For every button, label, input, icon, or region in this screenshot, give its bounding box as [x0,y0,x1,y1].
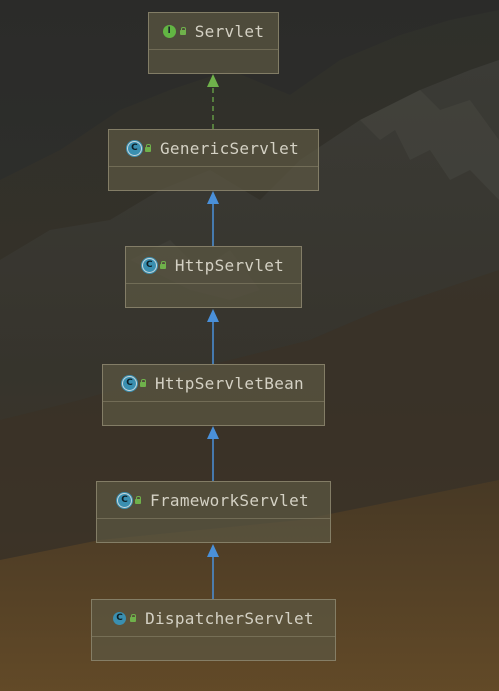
public-lock-icon [144,144,152,152]
class-node-header: C GenericServlet [109,130,318,167]
public-lock-icon [159,261,167,269]
class-node-header: C DispatcherServlet [92,600,335,637]
class-node-http-servlet-bean[interactable]: C HttpServletBean [102,364,325,426]
interface-icon: I [162,24,176,38]
abstract-class-icon: C [118,493,132,507]
abstract-class-icon: C [123,376,136,390]
class-name: DispatcherServlet [145,608,314,628]
class-name: Servlet [194,21,265,41]
class-node-framework-servlet[interactable]: C FrameworkServlet [96,481,331,543]
class-badge: C [127,141,152,155]
class-node-servlet[interactable]: I Servlet [148,12,279,74]
class-icon: C [113,611,127,625]
edge-extends-generic-servlet [207,191,219,246]
arrowhead-icon [207,74,219,87]
class-badge: I [162,24,187,38]
arrowhead-icon [207,309,219,322]
abstract-class-icon: C [127,141,141,155]
class-node-generic-servlet[interactable]: C GenericServlet [108,129,319,191]
public-lock-icon [134,496,142,504]
class-name: GenericServlet [159,138,300,158]
arrowhead-icon [207,426,219,439]
class-name: HttpServlet [174,255,285,275]
edge-extends-http-servlet-bean [207,426,219,481]
class-badge: C [118,493,142,507]
class-name: FrameworkServlet [150,490,309,510]
abstract-class-icon: C [142,258,156,272]
class-badge: C [113,611,137,625]
class-node-header: C FrameworkServlet [97,482,330,519]
class-node-dispatcher-servlet[interactable]: C DispatcherServlet [91,599,336,661]
public-lock-icon [139,379,147,387]
class-name: HttpServletBean [155,373,304,393]
class-node-http-servlet[interactable]: C HttpServlet [125,246,302,308]
class-node-header: I Servlet [149,13,278,50]
class-badge: C [142,258,167,272]
arrowhead-icon [207,191,219,204]
public-lock-icon [129,614,137,622]
class-badge: C [123,376,147,390]
public-lock-icon [179,27,187,35]
class-node-header: C HttpServletBean [103,365,324,402]
edge-implements-servlet [207,74,219,129]
edge-extends-http-servlet [207,309,219,364]
arrowhead-icon [207,544,219,557]
class-node-header: C HttpServlet [126,247,301,284]
edge-extends-framework-servlet [207,544,219,599]
